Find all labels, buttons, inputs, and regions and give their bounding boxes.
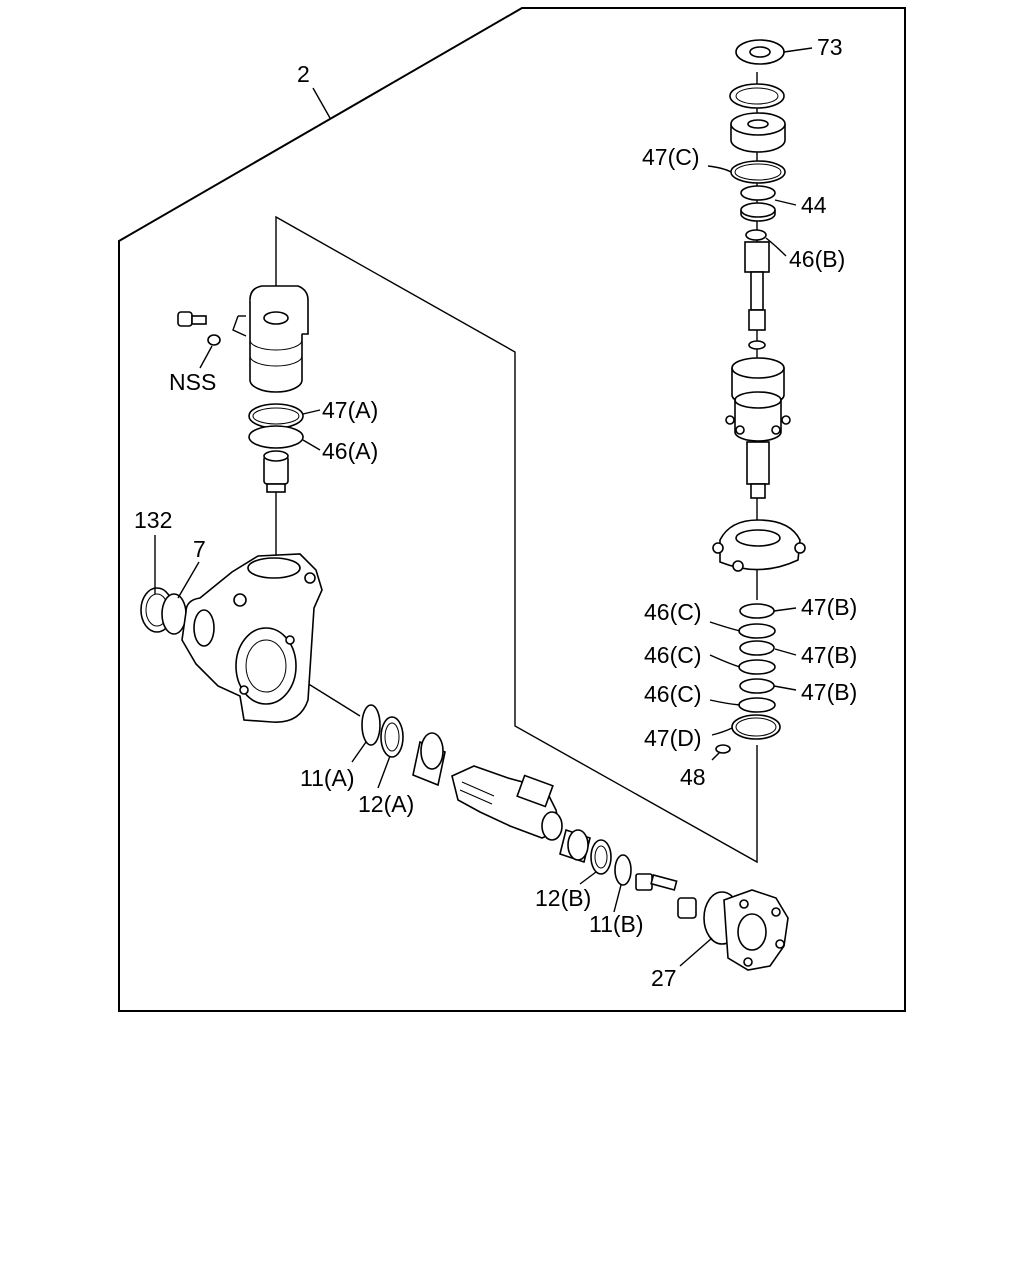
label-47a: 47(A)	[322, 397, 378, 423]
part-valve-cover	[730, 112, 786, 153]
part-47b-46c-seal-stack	[738, 603, 776, 713]
part-44-bearing	[740, 185, 776, 222]
part-rotor-assembly	[725, 357, 791, 499]
part-adjusting-bolt	[635, 873, 697, 919]
part-47a-o-ring	[248, 403, 304, 429]
label-73: 73	[817, 34, 843, 60]
label-12a: 12(A)	[358, 791, 414, 817]
label-7: 7	[193, 536, 206, 562]
part-nss-bolt	[177, 311, 221, 346]
leader-2	[312, 87, 331, 119]
part-12a-seal	[380, 716, 404, 758]
label-47c: 47(C)	[642, 144, 700, 170]
part-valve-spool	[744, 241, 770, 331]
part-7-snap-ring	[161, 593, 187, 635]
part-valve-housing	[712, 519, 806, 572]
label-12b: 12(B)	[535, 885, 591, 911]
part-small-nut	[748, 340, 766, 350]
label-47b-3: 47(B)	[801, 679, 857, 705]
label-46c-1: 46(C)	[644, 599, 702, 625]
label-46a: 46(A)	[322, 438, 378, 464]
label-11b: 11(B)	[589, 911, 644, 937]
part-73-washer	[735, 39, 785, 65]
part-11a-snap-ring	[361, 704, 381, 746]
part-needle-bearing-left	[412, 732, 446, 787]
label-46c-3: 46(C)	[644, 681, 702, 707]
part-needle-bearing-right	[559, 828, 591, 864]
part-48-washer	[715, 744, 731, 754]
label-11a: 11(A)	[300, 765, 355, 791]
part-sector-shaft	[451, 765, 563, 841]
part-46a-seal	[248, 425, 304, 449]
callout-labels: 2 73 47(C) 44 46(B) NSS 47(A) 46(A) 132 …	[134, 34, 857, 991]
label-47d: 47(D)	[644, 725, 702, 751]
label-nss: NSS	[169, 369, 216, 395]
label-27: 27	[651, 965, 677, 991]
assembly-frame	[118, 7, 906, 1012]
label-2: 2	[297, 61, 310, 87]
part-27-side-cover	[703, 889, 789, 971]
part-adjust-plug	[263, 450, 289, 493]
part-12b-seal	[590, 839, 612, 875]
label-46b: 46(B)	[789, 246, 845, 272]
label-47b-2: 47(B)	[801, 642, 857, 668]
part-46b-seal	[745, 229, 767, 241]
label-44: 44	[801, 192, 827, 218]
part-47c-o-ring	[730, 160, 786, 184]
label-48: 48	[680, 764, 706, 790]
label-46c-2: 46(C)	[644, 642, 702, 668]
part-gear-housing	[181, 553, 323, 723]
label-132: 132	[134, 507, 172, 533]
part-cylinder-head	[249, 285, 309, 393]
part-11b-snap-ring	[614, 854, 632, 886]
leader-lines	[154, 47, 813, 967]
part-47d-o-ring	[731, 714, 781, 740]
label-47b-1: 47(B)	[801, 594, 857, 620]
part-seal-ring-top	[729, 83, 785, 109]
